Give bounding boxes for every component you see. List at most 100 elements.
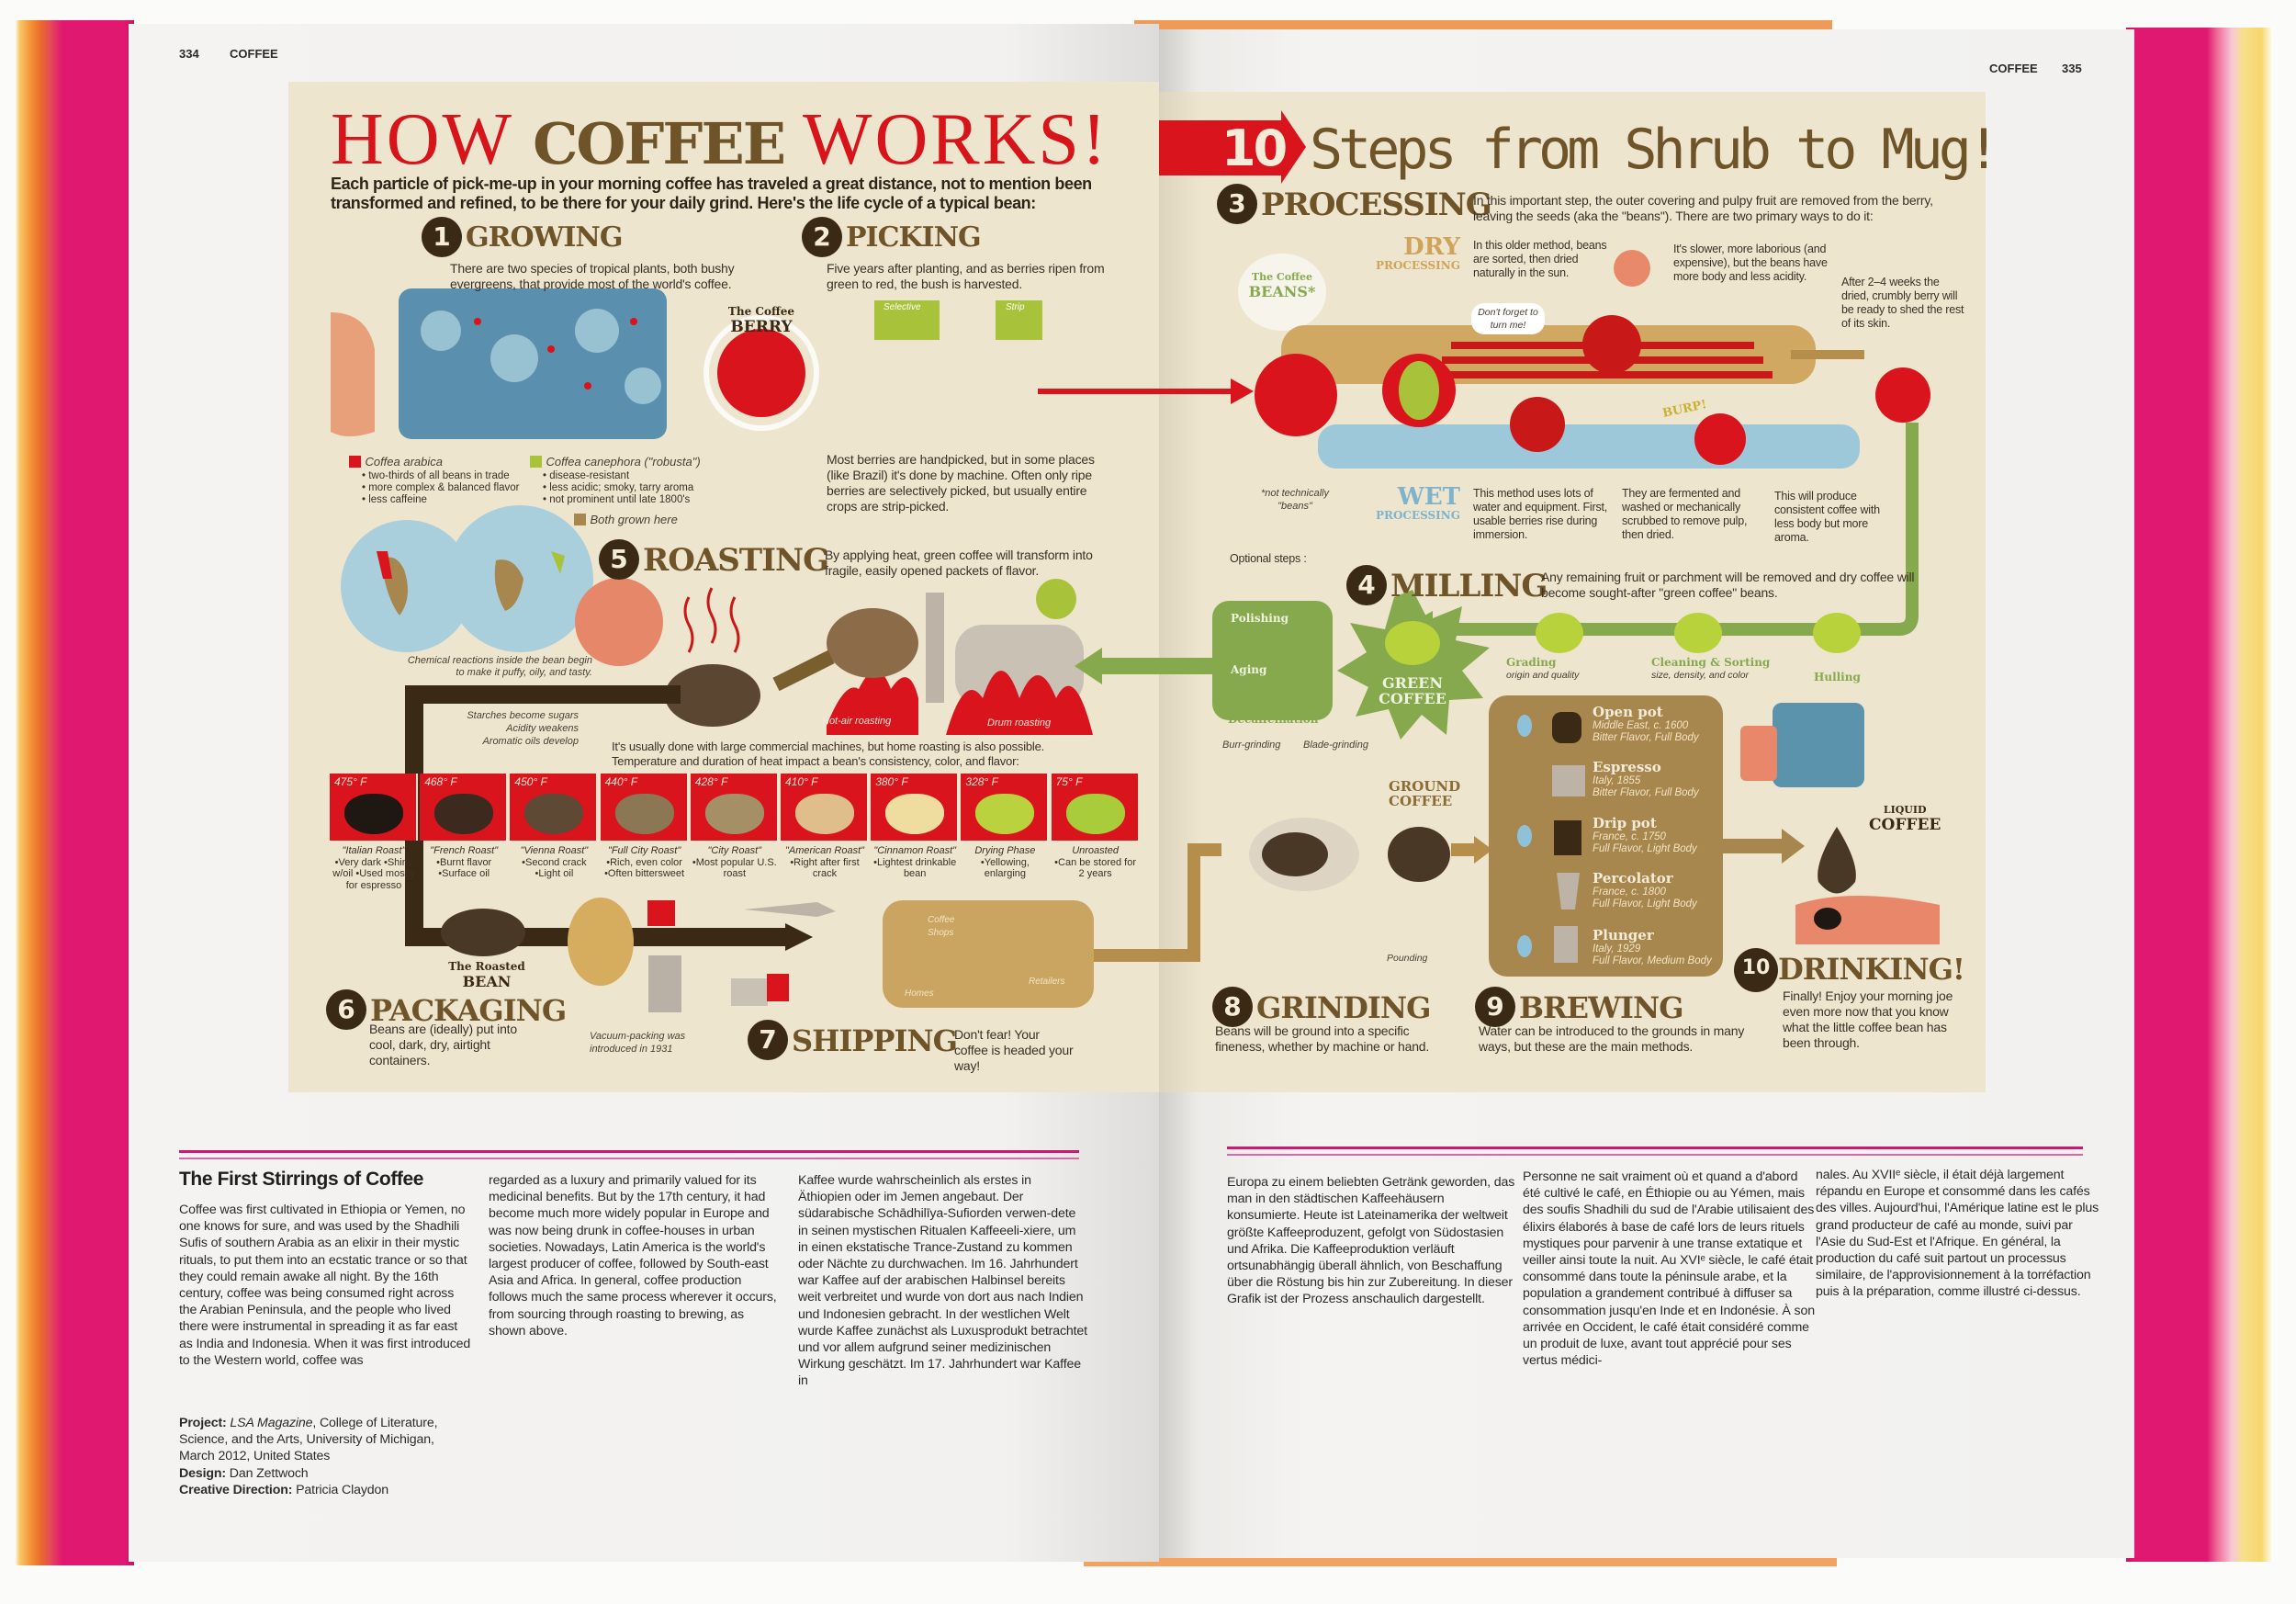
step-10-number-badge: 10 [1734, 948, 1778, 992]
step-6-number-badge: 6 [326, 989, 366, 1030]
roast-bean-icon [614, 794, 674, 834]
roast-temperature: 428° F [694, 775, 728, 788]
book-edge-bottom [1084, 1555, 1837, 1566]
credit-creative-direction: Creative Direction: Patricia Claydon [179, 1482, 389, 1497]
roast-name: Unroasted [1072, 845, 1119, 856]
airplane [744, 902, 836, 917]
dry-processing-text: In this older method, beans are sorted, … [1473, 239, 1607, 279]
turn-me-speech: Don't forget to turn me! [1471, 303, 1545, 334]
roast-temperature: 475° F [334, 775, 367, 788]
roasting-effects: Starches become sugars Acidity weakens A… [467, 710, 579, 747]
vacuum-note: Vacuum-packing was introduced in 1931 [590, 1031, 686, 1055]
coffee-can [647, 900, 675, 926]
book-edge-left [15, 20, 134, 1565]
roasted-bean-illustration [441, 909, 525, 956]
ten-steps-arrow [1159, 110, 1306, 184]
homes-label: Homes [905, 988, 934, 999]
roasting-bean [665, 664, 760, 727]
pink-rule-right [1227, 1147, 2083, 1149]
step-1-title: GROWING [466, 221, 623, 254]
credit-design: Design: Dan Zettwoch [179, 1465, 309, 1481]
hot-air-roaster [827, 671, 918, 735]
chemical-reaction-bubble [575, 578, 663, 666]
step-6-title: PACKAGING [370, 993, 567, 1028]
pink-rule-right-thin [1227, 1154, 2083, 1156]
dry-processing-label: DRY PROCESSING [1375, 233, 1460, 272]
brew-method-profile: Full Flavor, Medium Body [1593, 955, 1712, 966]
step-4-description: Any remaining fruit or parchment will be… [1541, 570, 1915, 600]
retailers-label: Retailers [1029, 977, 1065, 987]
roast-temperature: 450° F [514, 775, 547, 788]
coffee-beans-cloud-label: The Coffee BEANS* [1248, 271, 1316, 300]
roast-level-label: "Cinnamon Roast"•Lightest drinkable bean [871, 845, 959, 880]
brew-method-origin: Italy, 1855 [1593, 775, 1641, 786]
roast-name: "Full City Roast" [607, 845, 681, 856]
brew-method-name: Open pot [1593, 704, 1663, 720]
roast-bean-icon [434, 794, 494, 834]
hulling-bean [1813, 613, 1861, 653]
step-8-number-badge: 8 [1212, 987, 1253, 1027]
roast-name: "City Roast" [707, 845, 762, 856]
dry-processing-text-2: It's slower, more laborious (and expensi… [1673, 243, 1828, 283]
roast-level-label: "City Roast"•Most popular U.S. roast [691, 845, 779, 880]
roast-level-cell: 468° F [420, 774, 509, 841]
brew-method-profile: Bitter Flavor, Full Body [1593, 732, 1699, 743]
brew-method-name: Plunger [1593, 927, 1654, 943]
cleaning-sorting-label: Cleaning & Sorting size, density, and co… [1651, 656, 1771, 681]
brew-method-profile: Bitter Flavor, Full Body [1593, 787, 1699, 798]
infographic-title: HOW COFFEE WORKS! [331, 103, 1109, 181]
optional-steps-label: Optional steps : [1230, 552, 1307, 565]
drinking-face [1795, 896, 1940, 944]
roast-bean-icon [524, 794, 584, 834]
burr-grinding-label: Burr-grinding [1222, 740, 1281, 751]
roast-notes: •Most popular U.S. roast [692, 856, 777, 880]
step-9-title: BREWING [1519, 990, 1684, 1025]
coffee-berry-red [1255, 354, 1337, 436]
roast-temperature: 328° F [965, 775, 998, 788]
step-5-description: By applying heat, green coffee will tran… [825, 548, 1093, 578]
brew-method-origin: Italy, 1929 [1593, 943, 1641, 954]
pink-rule-left [179, 1150, 1079, 1153]
shipping-to-grinding-path [1094, 843, 1221, 962]
step-7-description: Don't fear! Your coffee is headed your w… [954, 1027, 1074, 1073]
roast-notes: •Rich, even color •Often bittersweet [604, 856, 685, 880]
roast-level-cell: 75° F [1051, 774, 1140, 841]
coffee-berry-illustration [717, 329, 805, 417]
roasted-bean-label: The Roasted BEAN [448, 960, 525, 990]
roasting-note: It's usually done with large commercial … [612, 740, 1045, 768]
step-1-description: There are two species of tropical plants… [450, 261, 735, 291]
roast-name: "French Roast" [430, 845, 499, 856]
step-9-number-badge: 9 [1475, 987, 1515, 1027]
grading-label: Grading origin and quality [1506, 656, 1580, 681]
wet-processing-text-2: They are fermented and washed or mechani… [1622, 487, 1748, 541]
strip-picking-box [996, 300, 1042, 340]
coffee-bag [648, 955, 681, 1012]
picking-desc-2: Most berries are handpicked, but in some… [827, 452, 1095, 514]
selective-picking-box [874, 300, 940, 340]
optional-steps-panel [1212, 601, 1333, 720]
step-10-description: Finally! Enjoy your morning joe even mor… [1783, 988, 1953, 1050]
roast-level-cell: 475° F [330, 774, 418, 841]
water-tank [1318, 424, 1860, 469]
step-3-number-badge: 3 [1217, 184, 1257, 224]
robusta-swatch [530, 456, 542, 469]
roast-notes: •Yellowing, enlarging [980, 856, 1030, 880]
roast-temperature: 410° F [785, 775, 818, 788]
roast-bean-icon [795, 794, 854, 834]
roast-notes: •Right after first crack [790, 856, 860, 880]
coffee-berry-label: The Coffee BERRY [727, 305, 795, 336]
roast-notes: •Second crack •Light oil [522, 856, 587, 880]
article-en-col2: regarded as a luxury and primarily value… [489, 1173, 777, 1339]
brew-method-profile: Full Flavor, Light Body [1593, 898, 1697, 909]
step-7-number-badge: 7 [748, 1020, 788, 1060]
roast-level-label: "French Roast"•Burnt flavor •Surface oil [420, 845, 508, 880]
brew-method-profile: Full Flavor, Light Body [1593, 843, 1697, 854]
roast-name: Drying Phase [974, 845, 1036, 856]
coffee-shops-label: Coffee Shops [928, 915, 955, 938]
brewing-methods-panel [1489, 695, 1723, 977]
running-head-right: COFFEE [1989, 62, 2038, 75]
